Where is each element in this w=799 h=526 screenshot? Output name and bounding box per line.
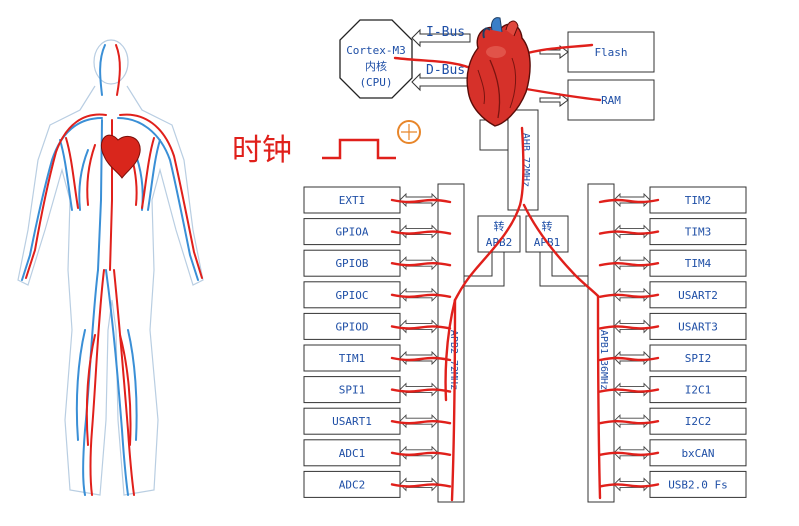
peripheral-spi2: SPI2: [613, 344, 747, 372]
clock-label: 时钟: [232, 133, 292, 168]
peripheral-label: I2C1: [685, 384, 712, 397]
bus-double-arrow: [613, 224, 651, 239]
heart-illustration: [466, 17, 531, 127]
peripheral-gpiob: GPIOB: [303, 249, 439, 277]
peripheral-label: TIM3: [685, 226, 712, 239]
flash-module: Flash: [539, 31, 655, 73]
clock-vessel-overlay: [390, 43, 660, 502]
cpu-label-line3: (CPU): [359, 76, 392, 89]
peripheral-tim4: TIM4: [613, 249, 747, 277]
peripheral-usart1: USART1: [303, 407, 439, 435]
peripheral-label: GPIOB: [335, 257, 368, 270]
peripheral-label: GPIOD: [335, 320, 368, 333]
circulatory-system-figure: [17, 39, 204, 496]
peripheral-bxcan: bxCAN: [613, 439, 747, 467]
peripheral-adc2: ADC2: [303, 470, 439, 498]
peripheral-adc1: ADC1: [303, 439, 439, 467]
peripheral-tim3: TIM3: [613, 218, 747, 246]
ram-label: RAM: [601, 94, 621, 107]
peripheral-label: bxCAN: [681, 447, 714, 460]
bus-double-arrow: [613, 445, 651, 460]
bus-double-arrow: [613, 414, 651, 429]
peripheral-label: USART2: [678, 289, 718, 302]
apb2-bus-bar: APB2 72MHz: [437, 183, 465, 503]
cursor-marker-icon: [397, 120, 421, 144]
bus-double-arrow: [613, 382, 651, 397]
ahb-bus: AHB 72MHz: [479, 109, 539, 211]
peripheral-label: USART3: [678, 320, 718, 333]
apb1-bridge-line1: 转: [542, 219, 553, 233]
peripheral-label: GPIOA: [335, 226, 368, 239]
peripheral-label: ADC1: [339, 447, 366, 460]
peripheral-label: EXTI: [339, 194, 366, 207]
clock-square-wave: [322, 138, 396, 160]
cpu-label-line2: 内核: [365, 59, 387, 73]
peripheral-label: ADC2: [339, 478, 366, 491]
apb2-bridge-line1: 转: [494, 219, 505, 233]
peripheral-tim1: TIM1: [303, 344, 439, 372]
peripheral-gpioa: GPIOA: [303, 218, 439, 246]
peripheral-label: I2C2: [685, 415, 712, 428]
peripheral-label: TIM4: [685, 257, 712, 270]
ram-module: RAM: [539, 79, 655, 121]
peripheral-label: SPI1: [339, 384, 366, 397]
peripheral-label: TIM2: [685, 194, 712, 207]
peripheral-tim2: TIM2: [613, 186, 747, 214]
peripheral-i2c1: I2C1: [613, 376, 747, 404]
peripheral-label: SPI2: [685, 352, 712, 365]
bus-double-arrow: [613, 350, 651, 366]
peripheral-label: GPIOC: [335, 289, 368, 302]
peripheral-label: USART1: [332, 415, 372, 428]
peripheral-label: USB2.0 Fs: [668, 478, 728, 491]
bus-double-arrow: [613, 256, 651, 271]
flash-label: Flash: [594, 46, 627, 59]
dbus-label: D-Bus: [426, 63, 465, 78]
ibus-label: I-Bus: [426, 25, 465, 40]
ahb-bus-label: AHB 72MHz: [520, 133, 531, 187]
apb2-bus-label: APB2 72MHz: [448, 330, 459, 390]
bus-double-arrow: [613, 477, 651, 492]
cpu-core: Cortex-M3 内核 (CPU): [339, 19, 413, 99]
peripheral-exti: EXTI: [303, 186, 439, 214]
peripheral-label: TIM1: [339, 352, 366, 365]
bus-double-arrow: [613, 319, 651, 334]
peripheral-usb2-0-fs: USB2.0 Fs: [613, 470, 747, 498]
peripheral-gpioc: GPIOC: [303, 281, 439, 309]
cpu-label-line1: Cortex-M3: [346, 44, 406, 57]
bus-double-arrow: [613, 192, 651, 208]
peripheral-usart2: USART2: [613, 281, 747, 309]
peripheral-i2c2: I2C2: [613, 407, 747, 435]
peripheral-spi1: SPI1: [303, 376, 439, 404]
clock-annotation: 时钟: [232, 120, 421, 168]
peripheral-usart3: USART3: [613, 312, 747, 340]
bus-double-arrow: [613, 287, 651, 302]
peripheral-gpiod: GPIOD: [303, 312, 439, 340]
